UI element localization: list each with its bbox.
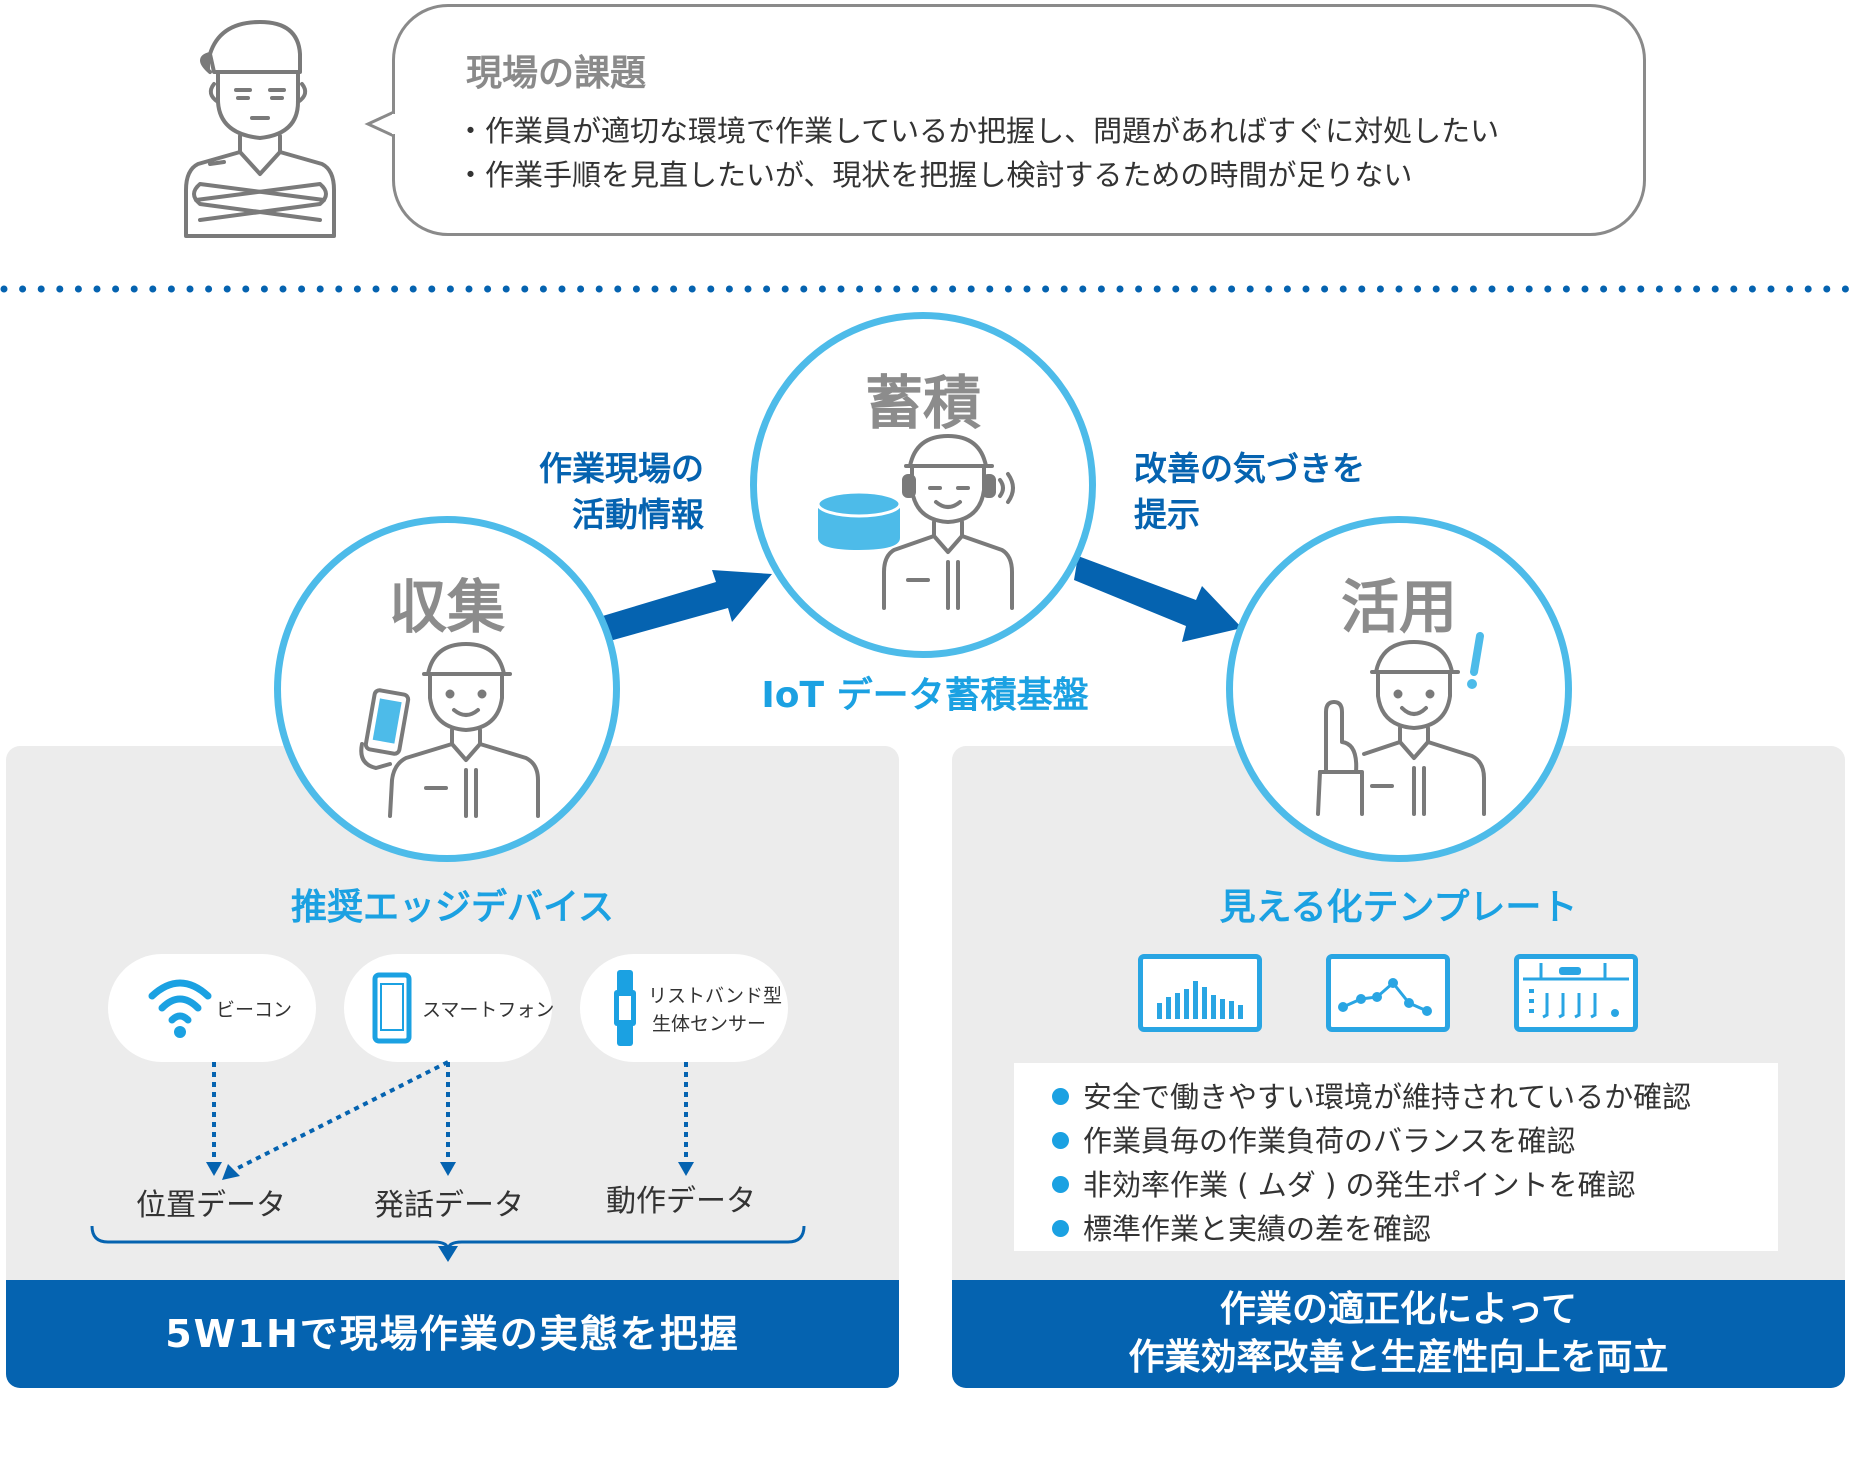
- template-floor-map: [1514, 954, 1638, 1032]
- issue-line-2: ・作業手順を見直したいが、現状を把握し検討するための時間が足りない: [456, 152, 1412, 194]
- flow-arrow-collect-to-store: [596, 548, 776, 648]
- worker-with-idea-illustration: [1306, 632, 1496, 818]
- template-bar-chart: [1138, 954, 1262, 1032]
- bar-chart-icon: [1143, 959, 1257, 1027]
- motion-data-label: 動作データ: [606, 1176, 756, 1220]
- line-chart-icon: [1331, 959, 1445, 1027]
- checklist-item-1-text: 安全で働きやすい環境が維持されているか確認: [1083, 1080, 1691, 1114]
- worker-with-headset-illustration: [880, 432, 1030, 612]
- checklist-item-4: 標準作業と実績の差を確認: [1052, 1206, 1431, 1248]
- platform-label: IoT データ蓄積基盤: [720, 666, 1130, 718]
- smartphone-label: スマートフォン: [422, 996, 554, 1024]
- checklist-item-3: 非効率作業 ( ムダ ) の発生ポイントを確認: [1052, 1162, 1636, 1204]
- checklist-item-1: 安全で働きやすい環境が維持されているか確認: [1052, 1074, 1691, 1116]
- section-divider: [0, 282, 1851, 296]
- collect-title: 収集: [274, 560, 620, 644]
- bullet-dot: [1052, 1088, 1069, 1105]
- floor-map-icon: [1519, 959, 1633, 1027]
- beacon-label: ビーコン: [216, 996, 292, 1024]
- visualization-banner-line-2: 作業効率改善と生産性向上を両立: [952, 1334, 1845, 1382]
- location-data-label: 位置データ: [136, 1180, 286, 1224]
- checklist-item-4-text: 標準作業と実績の差を確認: [1083, 1212, 1431, 1246]
- bullet-dot: [1052, 1220, 1069, 1237]
- issue-title: 現場の課題: [466, 44, 646, 96]
- edge-summary-banner: 5W1Hで現場作業の実態を把握: [6, 1280, 899, 1388]
- checklist-item-2-text: 作業員毎の作業負荷のバランスを確認: [1083, 1124, 1575, 1158]
- bullet-dot: [1052, 1176, 1069, 1193]
- visualization-summary-banner: 作業の適正化によって 作業効率改善と生産性向上を両立: [952, 1280, 1845, 1388]
- smartphone-icon: [372, 972, 412, 1044]
- edge-device-heading: 推奨エッジデバイス: [6, 878, 899, 930]
- speech-data-label: 発話データ: [374, 1180, 524, 1224]
- checklist-item-2: 作業員毎の作業負荷のバランスを確認: [1052, 1118, 1575, 1160]
- data-bracket: [86, 1222, 810, 1268]
- issue-line-1: ・作業員が適切な環境で作業しているか把握し、問題があればすぐに対処したい: [456, 108, 1499, 150]
- insight-label-2: 提示: [1134, 492, 1200, 538]
- insight-label-1: 改善の気づきを: [1134, 446, 1365, 492]
- template-line-chart: [1326, 954, 1450, 1032]
- visualization-banner-line-1: 作業の適正化によって: [952, 1280, 1845, 1334]
- wristband-icon: [612, 968, 638, 1048]
- activity-info-label-2: 活動情報: [520, 492, 704, 538]
- worker-with-phone-illustration: [356, 640, 546, 820]
- worried-worker-illustration: [180, 14, 340, 250]
- store-title: 蓄積: [750, 356, 1096, 440]
- wifi-icon: [148, 972, 212, 1040]
- wristband-label-1: リストバンド型: [648, 982, 782, 1010]
- visualization-heading: 見える化テンプレート: [952, 878, 1845, 930]
- bullet-dot: [1052, 1132, 1069, 1149]
- wristband-label-2: 生体センサー: [652, 1010, 766, 1038]
- device-to-data-arrows: [200, 1060, 720, 1184]
- activity-info-label-1: 作業現場の: [520, 446, 704, 492]
- checklist-item-3-text: 非効率作業 ( ムダ ) の発生ポイントを確認: [1083, 1168, 1636, 1202]
- bubble-pointer: [364, 110, 396, 138]
